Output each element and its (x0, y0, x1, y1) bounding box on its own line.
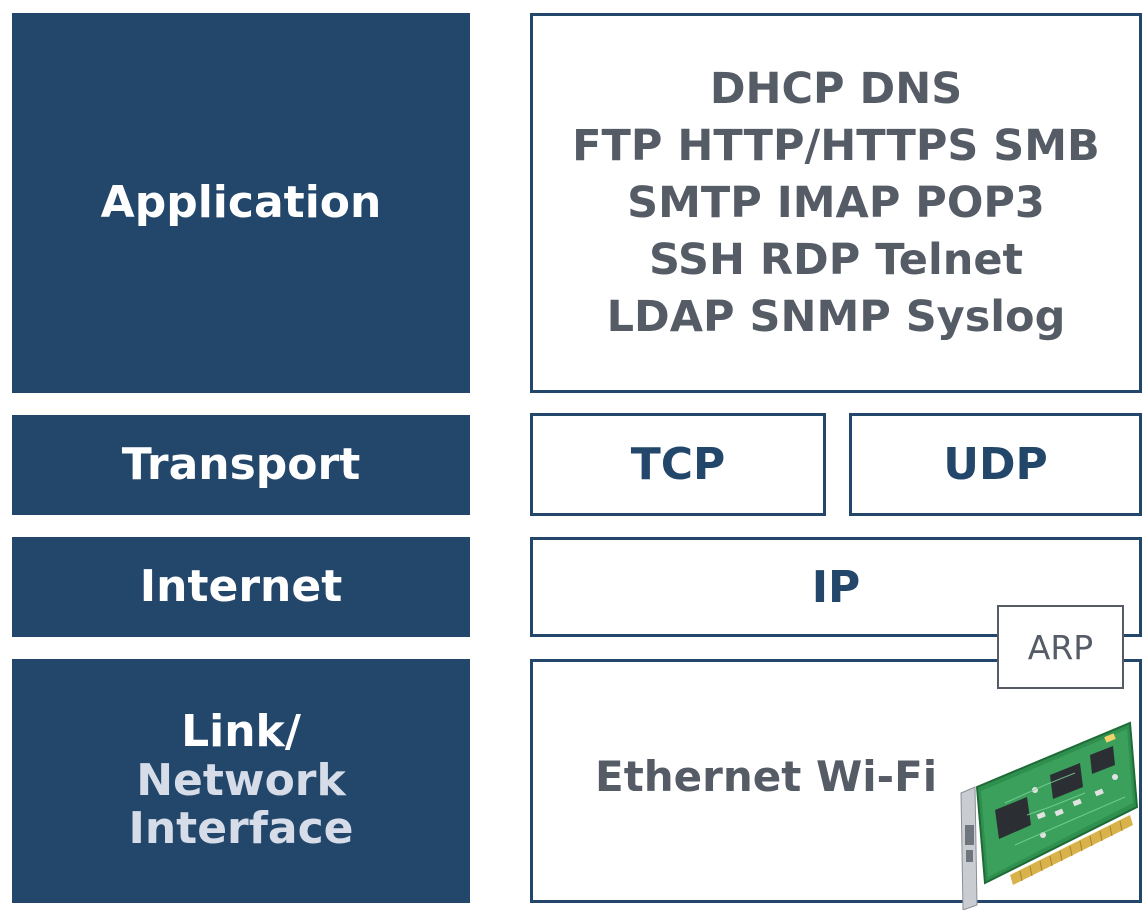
layer-transport: Transport (12, 415, 470, 515)
application-protocol-line: DHCP DNS (709, 63, 963, 114)
layer-link-label-line3: Interface (128, 803, 354, 855)
udp-box: UDP (849, 413, 1142, 516)
link-protocols-label: Ethernet Wi-Fi (595, 752, 938, 801)
layer-link-label-line1: Link/ (181, 706, 301, 758)
layer-application-label: Application (100, 176, 382, 228)
layer-internet-label: Internet (139, 560, 343, 612)
application-protocol-line: LDAP SNMP Syslog (606, 291, 1066, 342)
ip-label: IP (811, 561, 861, 613)
application-protocol-line: FTP HTTP/HTTPS SMB (572, 120, 1100, 171)
layer-internet: Internet (12, 537, 470, 637)
tcp-box: TCP (530, 413, 826, 516)
network-interface-card-icon (960, 721, 1139, 910)
layer-application: Application (12, 13, 470, 393)
application-protocol-line: SMTP IMAP POP3 (627, 177, 1045, 228)
layer-link-label-line2: Network (136, 754, 346, 806)
udp-label: UDP (943, 439, 1048, 490)
application-protocol-line: SSH RDP Telnet (648, 234, 1024, 285)
tcp-label: TCP (630, 439, 726, 490)
arp-box: ARP (997, 605, 1124, 689)
ip-box: IP (530, 537, 1142, 637)
layer-transport-label: Transport (121, 438, 361, 490)
application-protocols-box: DHCP DNS FTP HTTP/HTTPS SMB SMTP IMAP PO… (530, 13, 1142, 393)
layer-link: Link/ Network Interface (12, 659, 470, 903)
arp-label: ARP (1027, 627, 1094, 667)
application-protocol-list: DHCP DNS FTP HTTP/HTTPS SMB SMTP IMAP PO… (572, 61, 1100, 346)
